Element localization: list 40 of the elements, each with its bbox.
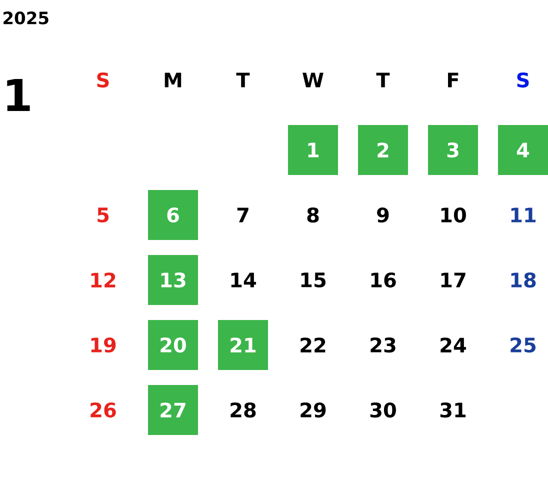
weekday-letter: W (302, 72, 324, 88)
highlighted-day: 21 (218, 320, 268, 370)
year-heading: 2025 (4, 12, 48, 24)
day-number: 9 (377, 207, 389, 223)
highlighted-day: 3 (428, 125, 478, 175)
highlighted-day: 1 (288, 125, 338, 175)
highlighted-day: 6 (148, 190, 198, 240)
weekday-letter: S (517, 72, 529, 88)
weekday-letter: F (448, 72, 458, 88)
day-number: 8 (307, 207, 319, 223)
highlighted-day: 2 (358, 125, 408, 175)
month-number: 1 (7, 78, 30, 112)
day-number: 16 (371, 272, 396, 288)
day-number: 17 (441, 272, 466, 288)
day-number: 7 (237, 208, 248, 222)
weekday-letter: M (164, 72, 182, 88)
day-number: 23 (370, 337, 396, 353)
day-number: 15 (301, 272, 326, 288)
highlighted-day: 20 (148, 320, 198, 370)
weekday-letter: T (376, 72, 390, 88)
day-number: 19 (91, 337, 116, 353)
highlighted-day: 4 (498, 125, 548, 175)
day-number: 14 (231, 272, 256, 288)
day-number: 5 (98, 208, 109, 222)
day-number: 10 (441, 207, 466, 223)
day-number: 25 (510, 337, 536, 353)
day-number: 26 (90, 402, 116, 418)
day-number: 11 (511, 208, 536, 222)
day-number: 31 (440, 402, 466, 418)
highlighted-day: 13 (148, 255, 198, 305)
day-number: 29 (300, 402, 326, 418)
weekday-letter: S (97, 72, 109, 88)
day-number: 22 (300, 338, 326, 352)
day-number: 18 (511, 272, 536, 288)
weekday-letter: T (236, 72, 250, 88)
day-number: 24 (440, 338, 466, 352)
day-number: 30 (370, 402, 396, 418)
day-number: 28 (230, 402, 256, 418)
highlighted-day: 27 (148, 385, 198, 435)
day-number: 12 (91, 272, 116, 288)
